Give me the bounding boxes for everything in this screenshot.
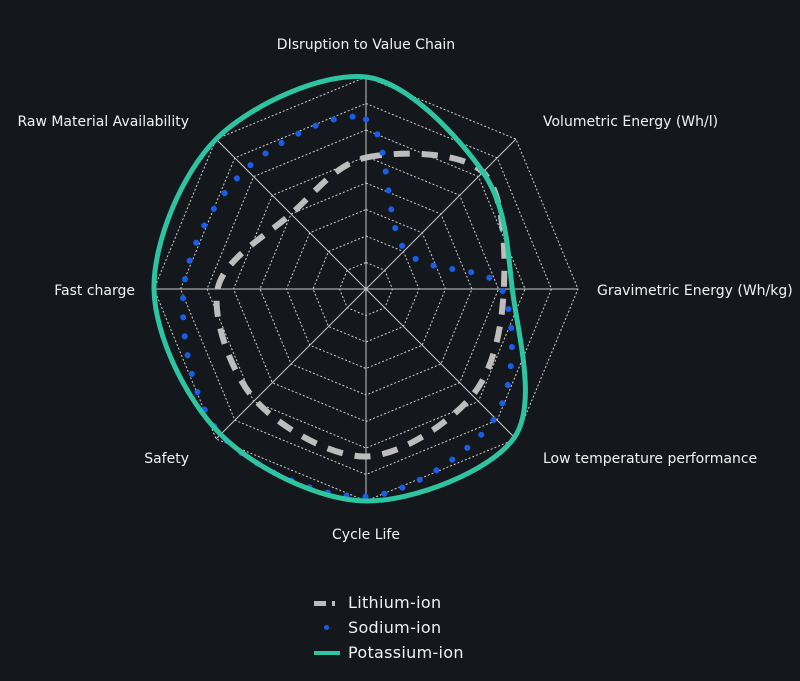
legend-item-lithium-ion[interactable]: Lithium-ion xyxy=(312,590,512,615)
dashed-line-swatch-icon xyxy=(312,597,340,609)
legend-item-potassium-ion[interactable]: Potassium-ion xyxy=(312,640,512,665)
legend-label: Sodium-ion xyxy=(348,618,442,637)
axis-spoke xyxy=(215,288,367,440)
axis-label-gravimetric-energy: Gravimetric Energy (Wh/kg) xyxy=(597,283,793,299)
grid-ring xyxy=(179,102,553,476)
grid-ring xyxy=(285,208,447,370)
axis-label-cycle-life: Cycle Life xyxy=(332,527,400,543)
dotted-line-swatch-icon xyxy=(312,622,340,634)
axis-label-fast-charge: Fast charge xyxy=(54,283,135,299)
axis-label-disruption: DIsruption to Value Chain xyxy=(277,37,455,53)
solid-line-swatch-icon xyxy=(312,647,340,659)
legend-label: Potassium-ion xyxy=(348,643,464,662)
legend-label: Lithium-ion xyxy=(348,593,442,612)
axis-spoke xyxy=(215,138,367,290)
chart-legend: Lithium-ion Sodium-ion Potassium-ion xyxy=(312,590,512,665)
axis-label-volumetric-energy: Volumetric Energy (Wh/l) xyxy=(543,114,718,130)
axis-label-low-temperature: Low temperature performance xyxy=(543,451,757,467)
legend-item-sodium-ion[interactable]: Sodium-ion xyxy=(312,615,512,640)
axis-label-raw-material: Raw Material Availability xyxy=(17,114,189,130)
axis-label-safety: Safety xyxy=(144,451,189,467)
radar-grid xyxy=(153,76,579,502)
axis-spoke xyxy=(365,138,517,290)
series-potassium-ion xyxy=(151,73,528,504)
radar-series xyxy=(151,73,528,504)
series-sodium-ion xyxy=(179,113,515,500)
axis-spoke xyxy=(365,288,517,440)
